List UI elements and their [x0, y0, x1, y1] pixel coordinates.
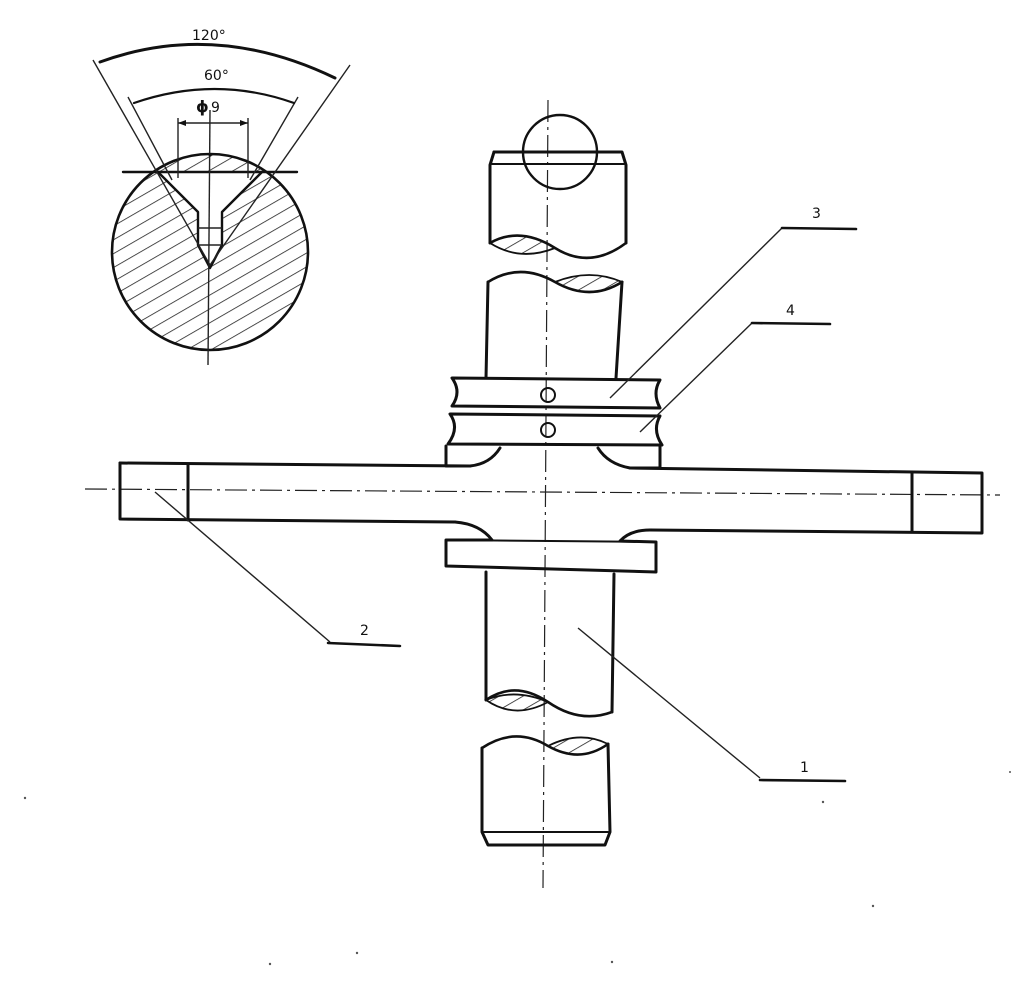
angle-60-label: 60°: [204, 68, 229, 84]
detail-disc-hatching: [112, 154, 308, 350]
angle-120-label: 120°: [192, 28, 226, 44]
scan-specks: [23, 771, 1011, 966]
detail-notch: [156, 170, 264, 270]
upper-collar: [450, 376, 662, 410]
dia-arrowheads: [178, 120, 248, 126]
angle-120-line-right: [209, 64, 351, 266]
diameter-symbol: ϕ: [196, 97, 209, 116]
detail-axis-dot: [208, 153, 212, 157]
angle-60-line-right: [249, 96, 299, 181]
middle-rod-segment: [484, 270, 624, 380]
diameter-value: 9: [211, 100, 220, 116]
lower-collar: [446, 412, 664, 447]
top-rod-segment: [488, 150, 628, 260]
callout-3-label: 3: [812, 206, 821, 222]
lower-rod-segment: [484, 570, 616, 718]
callout-4-label: 4: [786, 303, 795, 319]
angle-60-arc: [132, 87, 296, 105]
bottom-rod-segment: [480, 735, 612, 847]
detail-axis: [207, 109, 211, 366]
main-assembly: [84, 99, 1001, 889]
callout-4: 4: [639, 303, 832, 433]
callout-2: 2: [154, 491, 402, 648]
vertical-centerline: [542, 99, 549, 889]
callout-2-label: 2: [360, 623, 369, 639]
upper-hub: [444, 444, 662, 470]
callout-3: 3: [609, 206, 858, 399]
lower-hub: [444, 520, 658, 574]
callout-1-label: 1: [800, 760, 809, 776]
angle-120-arc: [98, 42, 337, 80]
angle-120-line-left: [92, 59, 211, 266]
detail-view: 120° 60° ϕ 9: [92, 28, 351, 366]
horizontal-centerline: [84, 488, 1001, 496]
callout-1: 1: [577, 627, 847, 783]
angle-60-line-left: [127, 96, 173, 181]
crossbar: [118, 461, 984, 535]
